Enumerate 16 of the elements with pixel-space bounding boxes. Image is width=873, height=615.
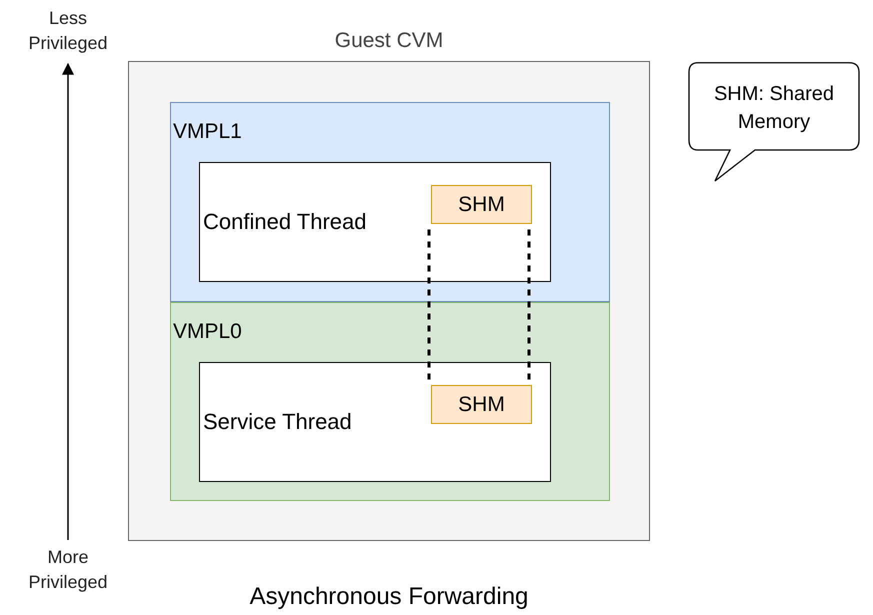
thread-box [199, 362, 551, 482]
memory-box: SHM [431, 385, 532, 424]
axis-label: Less Privileged [27, 7, 109, 55]
callout-text: SHM: Shared Memory [712, 82, 836, 135]
thread-label: Confined Thread [203, 209, 366, 235]
thread-label: Service Thread [203, 409, 352, 435]
dotted-connector [428, 230, 430, 382]
dotted-connector [528, 230, 530, 382]
memory-box: SHM [431, 185, 532, 224]
level-label: VMPL0 [173, 320, 242, 344]
axis-label: More Privileged [27, 546, 109, 594]
vm-box [128, 61, 650, 541]
thread-box [199, 162, 551, 282]
diagram-title: Asynchronous Forwarding [248, 583, 530, 611]
box-heading: Guest CVM [334, 29, 444, 53]
level-label: VMPL1 [173, 120, 242, 144]
